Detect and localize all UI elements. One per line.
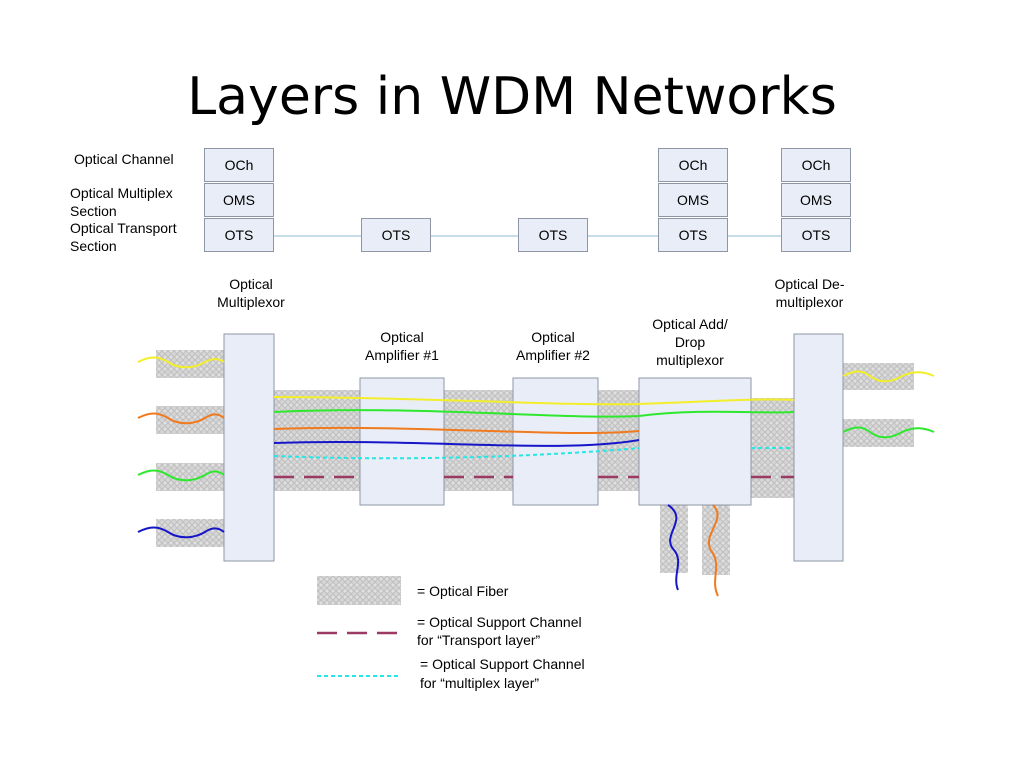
stack-mux-ots: OTS [204, 218, 274, 252]
output-wavelengths [842, 370, 935, 439]
label-optical-demultiplexor: Optical De-multiplexor [774, 276, 845, 310]
drop-wavelength-blue [667, 504, 680, 591]
stack-oadm-och: OCh [658, 148, 728, 182]
label-optical-amplifier-1: Optical Amplifier #1 [365, 329, 439, 363]
stack-mux-och: OCh [204, 148, 274, 182]
label-optical-multiplex-section: Optical Multiplex Section [70, 185, 173, 219]
optical-add-drop-multiplexor-box [638, 377, 752, 506]
slide-title: Layers in WDM Networks [187, 67, 837, 127]
optical-amplifier-2-box [512, 377, 599, 506]
label-optical-multiplexor: Optical Multiplexor [217, 276, 285, 310]
stack-amp1-ots: OTS [361, 218, 431, 252]
stack-mux-oms: OMS [204, 183, 274, 217]
legend-transport-text-1: = Optical Support Channel [417, 614, 582, 630]
stack-oadm-oms: OMS [658, 183, 728, 217]
label-optical-amplifier-2: Optical Amplifier #2 [516, 329, 590, 363]
multiplexed-wavelengths [273, 396, 795, 447]
stack-demux-oms: OMS [781, 183, 851, 217]
optical-multiplexor-box [223, 333, 275, 562]
legend-transport-text-2: for “Transport layer” [417, 632, 541, 648]
optical-demultiplexor-box [793, 333, 844, 562]
label-optical-transport-section: Optical Transport Section [70, 220, 177, 254]
stack-amp2-ots: OTS [518, 218, 588, 252]
stack-oadm-ots: OTS [658, 218, 728, 252]
add-wavelength-orange [708, 504, 719, 597]
legend-multiplex-text-2: for “multiplex layer” [420, 675, 540, 691]
legend-multiplex-text-1: = Optical Support Channel [420, 656, 585, 672]
stack-demux-ots: OTS [781, 218, 851, 252]
label-optical-channel: Optical Channel [74, 151, 174, 167]
legend-fiber-text: = Optical Fiber [417, 583, 509, 599]
legend-fiber-swatch [317, 576, 401, 605]
support-channel-multiplex [273, 447, 640, 460]
optical-fiber-segments [156, 350, 914, 575]
label-optical-add-drop-multiplexor: Optical Add/ Drop multiplexor [652, 316, 728, 368]
input-wavelengths [137, 356, 225, 539]
stack-demux-och: OCh [781, 148, 851, 182]
